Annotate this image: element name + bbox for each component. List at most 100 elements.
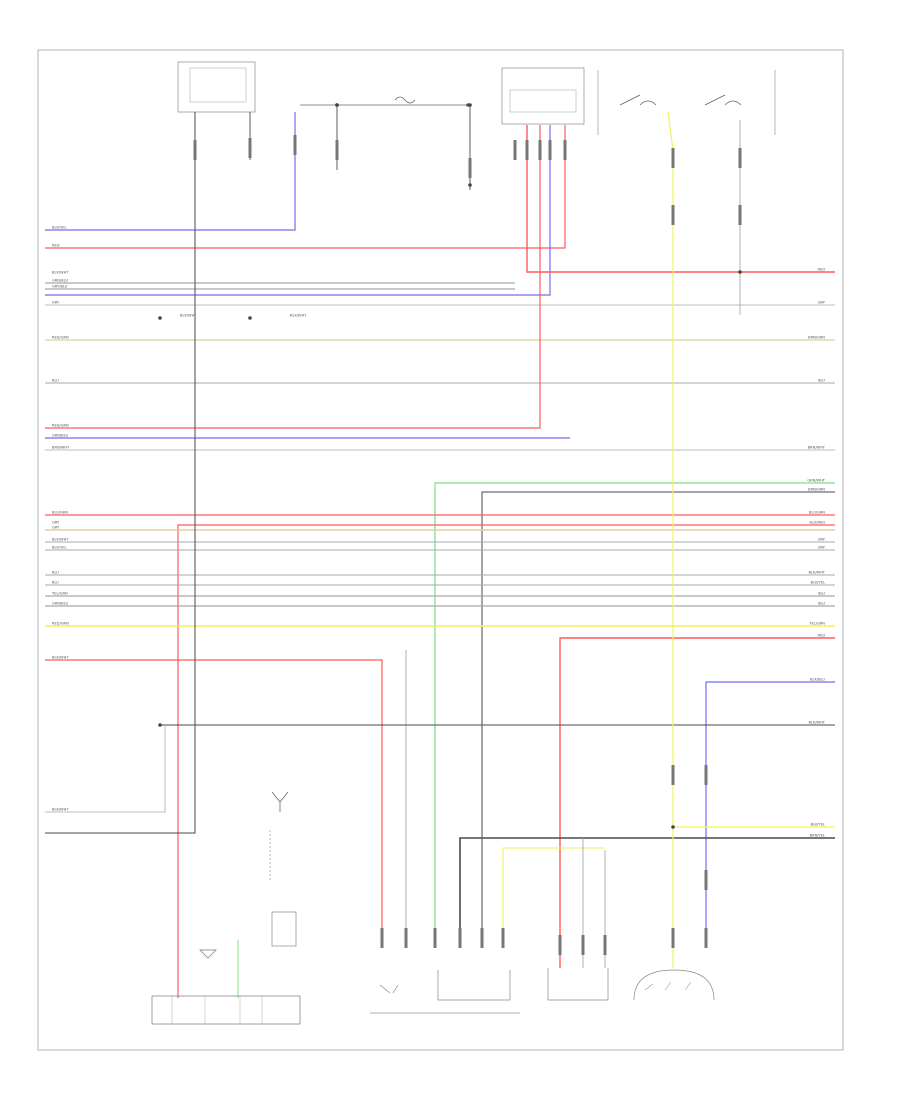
left-wire-label: BLK/WHT: [52, 808, 69, 812]
wire-green-1: [434, 482, 835, 938]
wire-blue-4: [705, 681, 835, 938]
underhood-fuse-relay-box: [501, 67, 585, 125]
sensor-module-b: [633, 969, 715, 1001]
left-wire-label: RED/GRN: [52, 622, 69, 626]
wire-connector-1: [248, 138, 252, 158]
wire-connector-14: [380, 928, 384, 948]
left-wire-label: YEL/GRN: [52, 592, 68, 596]
splice-dot-1: [468, 103, 472, 107]
wire-connector-25: [704, 765, 708, 785]
right-wire-label: BLK/WHT: [809, 571, 826, 575]
right-wire-label: BRN/GRN: [808, 488, 825, 492]
right-wire-label: GRN/WHT: [807, 479, 825, 483]
wire-connector-4: [468, 158, 472, 178]
wire-dark-4: [459, 837, 835, 938]
left-wire-label: BLU: [52, 379, 59, 383]
right-wire-labels: REDGRYBRN/GRNBLUBRN/WHTGRN/WHTBRN/GRNBLU…: [807, 268, 825, 838]
wire-connector-11: [671, 205, 675, 225]
splice-dot-6: [468, 183, 472, 187]
wire-red-6: [559, 637, 835, 968]
diagram-frame: [37, 49, 844, 1051]
left-wire-label: BLK/WHT: [52, 656, 69, 660]
ecm-connector-middle: [370, 970, 520, 1014]
right-wire-label: BLK/WHT: [809, 721, 826, 725]
wire-red-right-top: [526, 125, 835, 273]
right-wire-label: BLU: [818, 602, 825, 606]
right-wire-label: BLU/GRN: [809, 511, 825, 515]
relay-box: [177, 61, 256, 113]
wire-dark-1: [481, 491, 835, 938]
wire-connector-0: [193, 140, 197, 160]
ecm-connector-left: [151, 949, 301, 1025]
left-wire-label: BLU/GRN: [52, 511, 68, 515]
splice-dot-3: [248, 316, 252, 320]
wire-red-3: [45, 125, 541, 429]
left-wire-label: BLK/WHT: [52, 271, 69, 275]
left-wire-label: GRY: [52, 526, 60, 530]
wire-connector-10: [671, 148, 675, 168]
right-wire-label: BRN/YEL: [810, 834, 825, 838]
splice-dot-5: [671, 825, 675, 829]
wire-connector-17: [458, 928, 462, 948]
left-wire-label: RED: [52, 244, 60, 248]
wire-connector-15: [404, 928, 408, 948]
left-wire-label: GRN/BLU: [52, 602, 68, 606]
wire-gray-13: [45, 725, 166, 813]
splice-dot-4: [158, 723, 162, 727]
left-wire-label: GRY: [52, 521, 60, 525]
wire-yellow-2: [667, 111, 674, 968]
wire-connector-13: [738, 205, 742, 225]
left-wire-label: RED/GRN: [52, 336, 69, 340]
wire-connector-16: [433, 928, 437, 948]
left-wire-label: GRY/BLU: [52, 285, 68, 289]
right-wire-label: GRY: [818, 546, 826, 550]
wire-red-top: [45, 125, 566, 249]
wire-connector-26: [671, 765, 675, 785]
hot-at-all-times-fuses: [597, 70, 776, 135]
wire-yellow-3: [502, 847, 605, 938]
wire-blue-2: [45, 125, 551, 296]
wire-connector-18: [480, 928, 484, 948]
right-wire-label: BLU/RED: [809, 521, 825, 525]
right-wire-label: YEL/GRN: [809, 622, 825, 626]
left-wire-label: BLK/WHT: [52, 538, 69, 542]
wire-connector-6: [525, 140, 529, 160]
wire-connector-21: [581, 935, 585, 955]
left-wire-label: BLU: [52, 571, 59, 575]
splice-dot-7: [738, 270, 742, 274]
wire-connector-22: [603, 935, 607, 955]
right-wire-label: GRY: [818, 538, 826, 542]
wire-connector-5: [513, 140, 517, 160]
left-wire-label: BLK/YEL: [52, 226, 67, 230]
right-wire-label: BLU: [818, 379, 825, 383]
wire-connector-24: [704, 928, 708, 948]
wire-red-5: [177, 524, 835, 998]
right-wire-label: BLK/BLU: [810, 678, 825, 682]
right-wire-label: RED: [817, 634, 825, 638]
ground-antenna-symbol: [269, 791, 289, 880]
wire-connector-23: [671, 928, 675, 948]
wire-connector-20: [558, 935, 562, 955]
right-wire-label: RED: [817, 268, 825, 272]
right-wire-label: BLK/YEL: [810, 823, 825, 827]
splice-dot-2: [158, 316, 162, 320]
right-wire-label: GRY: [818, 301, 826, 305]
left-wire-label: BLK/YEL: [52, 546, 67, 550]
left-wire-label: GRY: [52, 301, 60, 305]
right-wire-label: BLU: [818, 592, 825, 596]
wire-dark-3: [45, 112, 196, 834]
left-wire-label: BLK/WHT: [290, 314, 307, 318]
left-wire-label: BRN/WHT: [52, 446, 70, 450]
right-wire-label: BRN/GRN: [808, 336, 825, 340]
sensor-module-a: [547, 968, 609, 1001]
left-wire-labels: BLK/YEL RED BLK/WHT GRN/BLU GRY/BLU GRY BLK/WH…: [52, 226, 307, 812]
wire-connector-3: [335, 140, 339, 160]
fuse-block: [300, 96, 470, 107]
right-wire-label: BLK/YEL: [810, 581, 825, 585]
left-wire-label: GRN/BLU: [52, 279, 68, 283]
relay-switch-box: [271, 911, 297, 947]
wire-connector-19: [501, 928, 505, 948]
left-wire-label: BLU: [52, 581, 59, 585]
